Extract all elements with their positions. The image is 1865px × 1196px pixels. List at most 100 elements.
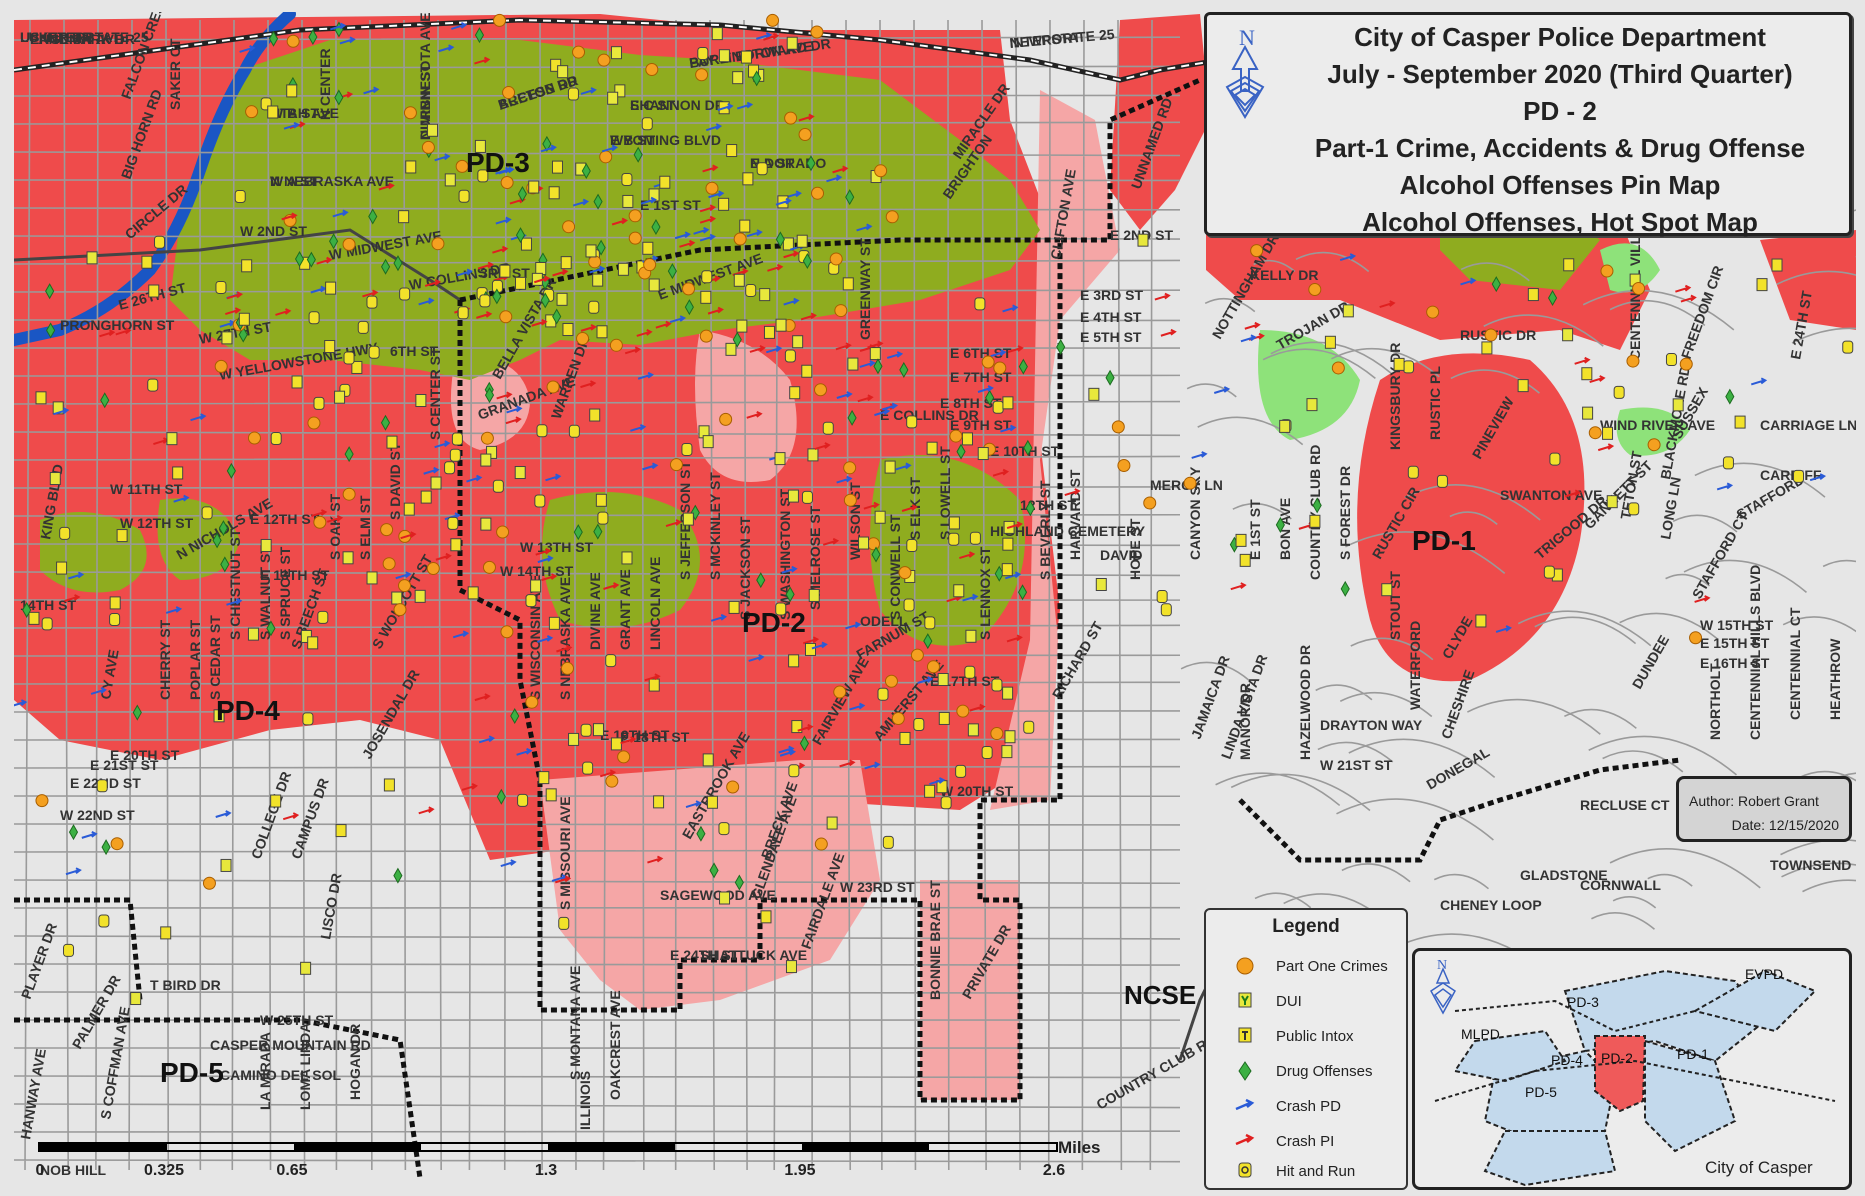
- hit-and-run-pin[interactable]: [451, 432, 463, 446]
- part-one-crime-pin[interactable]: [1588, 426, 1602, 440]
- dui-pin[interactable]: [166, 432, 178, 446]
- dui-pin[interactable]: [785, 960, 797, 974]
- dui-pin[interactable]: [486, 445, 498, 459]
- dui-pin[interactable]: [1088, 387, 1100, 401]
- dui-pin[interactable]: [884, 460, 896, 474]
- crash-pi-pin[interactable]: [699, 215, 717, 224]
- hit-and-run-pin[interactable]: [59, 526, 71, 540]
- drug-offense-pin[interactable]: [802, 253, 812, 270]
- hit-and-run-pin[interactable]: [882, 835, 894, 849]
- drug-offense-pin[interactable]: [515, 227, 526, 244]
- part-one-crime-pin[interactable]: [1250, 244, 1264, 258]
- hit-and-run-pin[interactable]: [1543, 565, 1555, 579]
- dui-pin[interactable]: [592, 273, 604, 287]
- crash-pi-pin[interactable]: [541, 573, 558, 582]
- crash-pd-pin[interactable]: [708, 190, 725, 199]
- public-intox-pin[interactable]: [467, 586, 479, 600]
- part-one-crime-pin[interactable]: [609, 338, 623, 352]
- part-one-crime-pin[interactable]: [981, 355, 995, 369]
- crash-pi-pin[interactable]: [535, 547, 552, 556]
- drug-offense-pin[interactable]: [1023, 439, 1033, 456]
- crash-pd-pin[interactable]: [895, 462, 912, 471]
- crash-pd-pin[interactable]: [779, 748, 796, 757]
- part-one-crime-pin[interactable]: [829, 252, 843, 266]
- crash-pd-pin[interactable]: [190, 413, 207, 422]
- hit-and-run-pin[interactable]: [154, 235, 166, 249]
- crash-pi-pin[interactable]: [1007, 345, 1024, 354]
- public-intox-pin[interactable]: [398, 210, 410, 224]
- crash-pd-pin[interactable]: [962, 593, 979, 602]
- dui-pin[interactable]: [557, 65, 569, 79]
- crash-pi-pin[interactable]: [746, 410, 763, 419]
- part-one-crime-pin[interactable]: [572, 45, 586, 59]
- incident-pins[interactable]: [11, 13, 1854, 1006]
- crash-pi-pin[interactable]: [867, 340, 884, 349]
- dui-pin[interactable]: [1582, 406, 1594, 420]
- crash-pd-pin[interactable]: [766, 345, 783, 354]
- part-one-crime-pin[interactable]: [35, 794, 49, 808]
- crash-pi-pin[interactable]: [554, 875, 572, 884]
- part-one-crime-pin[interactable]: [499, 310, 513, 324]
- public-intox-pin[interactable]: [1517, 379, 1529, 393]
- public-intox-pin[interactable]: [595, 493, 607, 507]
- part-one-crime-pin[interactable]: [990, 727, 1004, 741]
- crash-pd-pin[interactable]: [537, 555, 554, 564]
- part-one-crime-pin[interactable]: [493, 13, 507, 27]
- dui-pin[interactable]: [858, 536, 870, 550]
- dui-pin[interactable]: [610, 46, 622, 60]
- dui-pin[interactable]: [1279, 419, 1291, 433]
- drug-offense-pin[interactable]: [1105, 369, 1115, 386]
- part-one-crime-pin[interactable]: [810, 25, 824, 39]
- crash-pd-pin[interactable]: [495, 216, 512, 225]
- hit-and-run-pin[interactable]: [621, 173, 633, 187]
- public-intox-pin[interactable]: [545, 788, 557, 802]
- crash-pd-pin[interactable]: [783, 297, 800, 306]
- public-intox-pin[interactable]: [109, 596, 121, 610]
- part-one-crime-pin[interactable]: [891, 711, 905, 725]
- drug-offense-pin[interactable]: [593, 523, 603, 540]
- public-intox-pin[interactable]: [515, 276, 527, 290]
- dui-pin[interactable]: [1342, 304, 1354, 318]
- hit-and-run-pin[interactable]: [1722, 456, 1734, 470]
- crash-pi-pin[interactable]: [418, 806, 435, 815]
- public-intox-pin[interactable]: [596, 325, 608, 339]
- crash-pd-pin[interactable]: [90, 687, 107, 695]
- dui-pin[interactable]: [607, 91, 619, 105]
- dui-pin[interactable]: [334, 390, 346, 404]
- part-one-crime-pin[interactable]: [455, 159, 469, 173]
- dui-pin[interactable]: [733, 273, 745, 287]
- part-one-crime-pin[interactable]: [1626, 354, 1640, 368]
- part-one-crime-pin[interactable]: [1600, 264, 1614, 278]
- drug-offense-pin[interactable]: [344, 446, 354, 463]
- dui-pin[interactable]: [342, 551, 354, 565]
- crash-pd-pin[interactable]: [500, 859, 517, 868]
- part-one-crime-pin[interactable]: [705, 181, 719, 195]
- part-one-crime-pin[interactable]: [1117, 458, 1131, 472]
- drug-offense-pin[interactable]: [218, 520, 229, 537]
- drug-offense-pin[interactable]: [380, 414, 391, 431]
- crash-pd-pin[interactable]: [540, 144, 557, 153]
- dui-pin[interactable]: [1381, 583, 1393, 597]
- public-intox-pin[interactable]: [528, 180, 540, 194]
- dui-pin[interactable]: [621, 551, 633, 565]
- crash-pi-pin[interactable]: [492, 245, 509, 254]
- part-one-crime-pin[interactable]: [597, 53, 611, 67]
- part-one-crime-pin[interactable]: [500, 625, 514, 639]
- public-intox-pin[interactable]: [1002, 537, 1014, 551]
- drug-offense-pin[interactable]: [212, 532, 222, 549]
- part-one-crime-pin[interactable]: [500, 176, 514, 190]
- hit-and-run-pin[interactable]: [948, 532, 960, 546]
- crash-pi-pin[interactable]: [474, 56, 491, 65]
- public-intox-pin[interactable]: [1235, 533, 1247, 547]
- drug-offense-pin[interactable]: [873, 358, 883, 375]
- public-intox-pin[interactable]: [938, 711, 950, 725]
- crash-pd-pin[interactable]: [917, 676, 934, 684]
- crash-pd-pin[interactable]: [874, 408, 891, 417]
- part-one-crime-pin[interactable]: [766, 13, 780, 27]
- crash-pd-pin[interactable]: [990, 349, 1007, 358]
- crash-pi-pin[interactable]: [624, 346, 642, 355]
- drug-offense-pin[interactable]: [756, 572, 766, 589]
- crash-pd-pin[interactable]: [580, 87, 597, 95]
- crash-pd-pin[interactable]: [1460, 277, 1477, 286]
- drug-offense-pin[interactable]: [1725, 388, 1735, 405]
